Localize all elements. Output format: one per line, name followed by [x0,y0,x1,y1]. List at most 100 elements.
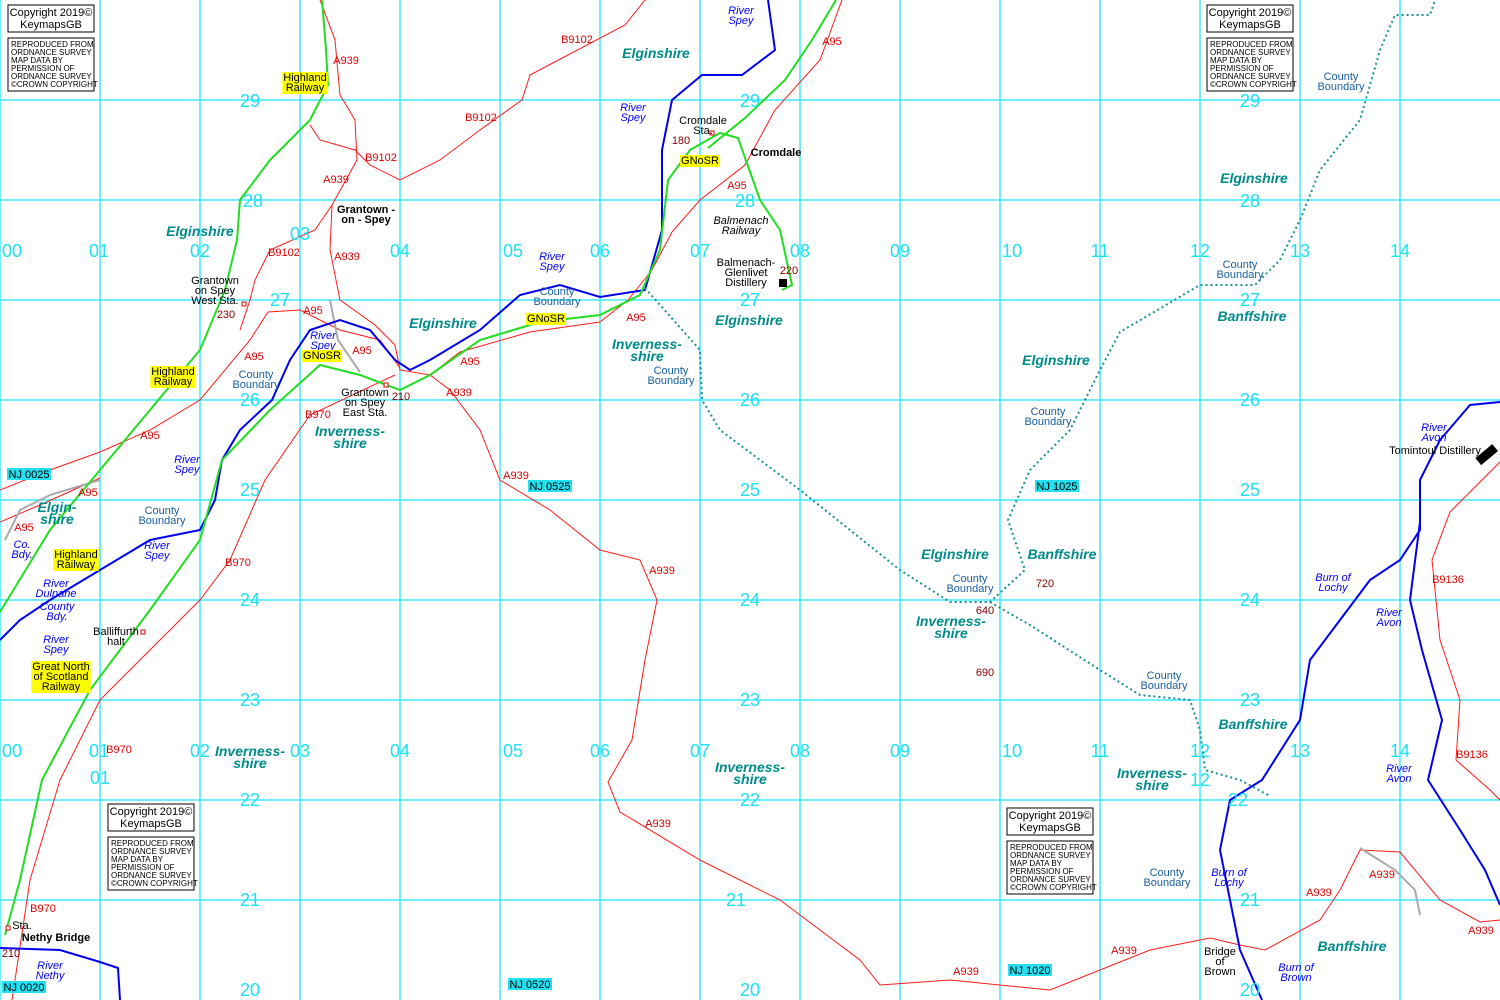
os-notice-line: MAP DATA BY [11,56,64,65]
river-label: Lochy [1214,877,1245,889]
railway-label: Great North [32,661,89,673]
grid-label-easting: 06 [590,741,610,761]
river-spey [0,0,777,641]
road-label: B9102 [268,247,300,259]
highland-railway [0,0,330,613]
grid-label-easting: 10 [1002,241,1022,261]
river-label: Avon [1376,617,1402,629]
grid-label-easting: 02 [190,241,210,261]
river-label: Spey [43,644,70,656]
grid-label-northing: 24 [1240,590,1260,610]
spot-height: 690 [976,667,994,679]
county-boundary-label: Boundary [138,515,186,527]
river-label: Co. [13,539,30,551]
os-notice-line: ORDNANCE SURVEY [1010,851,1091,860]
place-label: Sta. [693,125,713,137]
burn-of-brown [1408,521,1500,906]
river-label: River [620,102,647,114]
os-notice-line: ORDNANCE SURVEY [1210,72,1291,81]
grid-label-easting: 14 [1390,741,1410,761]
county-boundary-label: Boundary [1140,680,1188,692]
road-a939 [319,0,1500,991]
county-boundary-label: Boundary [647,375,695,387]
county-label: Inverness- [715,759,785,775]
grid-label-northing: 28 [1240,191,1260,211]
grid-label-northing: 27 [1240,290,1260,310]
grid-label-easting: 01 [90,768,110,788]
grid-ref-bg [528,480,572,492]
county-boundary-label: County [540,286,575,298]
river-label: Nethy [36,970,66,982]
river-label: River [43,634,70,646]
county-label: Inverness- [916,613,986,629]
copyright-text: Copyright 2019© [1009,810,1092,822]
county-boundaries [644,0,1436,797]
road-label: A939 [649,565,675,577]
river-label: Avon [1386,773,1412,785]
county-boundary-label: Boundary [1216,269,1264,281]
grid-label-easting: 00 [2,241,22,261]
county-label: Elginshire [622,45,690,61]
place-label: Balmenach- [717,257,776,269]
road-label: A939 [334,251,360,263]
county-label: Inverness- [215,743,285,759]
road-label: A939 [645,818,671,830]
grid-label-easting: 08 [790,241,810,261]
grid-ref-bg [2,981,46,993]
river-label: River [310,330,337,342]
grid-label-easting: 04 [390,241,410,261]
river-label: Spey [310,340,337,352]
road-label: A95 [303,305,323,317]
grid-label-northing: 28 [243,191,263,211]
place-label: Tomintoul Distillery [1389,445,1481,457]
grid-ref-label: NJ 0020 [4,982,45,994]
place-label: Grantown [191,275,239,287]
county-label: Inverness- [1117,765,1187,781]
river-label: River [37,960,64,972]
grid-label-easting: 09 [890,741,910,761]
county-boundary-label: County [1031,406,1066,418]
county-label: Banffshire [1318,938,1387,954]
county-label: Elgin- [38,499,77,515]
grid-label-easting: 04 [390,741,410,761]
grid-label-northing: 25 [1240,480,1260,500]
os-notice-line: ORDNANCE SURVEY [1010,875,1091,884]
copyright-owner: KeymapsGB [1019,822,1081,834]
grid-label-northing: 26 [740,390,760,410]
spot-height: 210 [392,391,410,403]
strathspey-railway [707,0,837,149]
river-label: River [539,251,566,263]
river-label: Lochy [1318,582,1349,594]
os-notice-line: ORDNANCE SURVEY [1210,48,1291,57]
spot-height: 230 [217,309,235,321]
railway-label: Railway [154,376,193,388]
road-label: A95 [244,351,264,363]
grid-label-easting: 01 [89,741,109,761]
river-label: Spey [144,550,171,562]
spot-height: 720 [1036,578,1054,590]
grid-label-easting: 11 [1091,741,1110,761]
river-label: Burn of [1211,867,1247,879]
place-label: on Spey [195,285,236,297]
railway-label: Highland [151,366,194,378]
road-a95 [429,0,843,376]
grid-label-easting: 08 [790,741,810,761]
grid-label-northing: 23 [240,690,260,710]
road-label: A939 [446,387,472,399]
railway-label-bg [150,366,196,388]
county-label: Banffshire [1219,716,1288,732]
grid-label-northing: 29 [240,91,260,111]
grid-ref-bg [508,978,552,990]
railway-label: GNoSR [303,350,341,362]
grid-label-northing: 27 [740,290,760,310]
grid-label-northing: 21 [726,890,746,910]
railway-label: Highland [54,549,97,561]
road-label: A95 [727,180,747,192]
county-boundary-label: Boundary [232,379,280,391]
railway-label-bg [680,155,721,167]
